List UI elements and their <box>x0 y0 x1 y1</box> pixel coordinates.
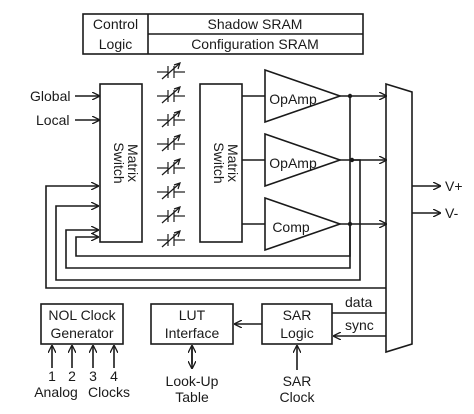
clock-number-1: 1 <box>48 368 56 384</box>
switch-matrix-right-line2: Matrix <box>225 144 241 182</box>
vplus-label: V+ <box>445 178 463 194</box>
switch-matrix-right-line1: Switch <box>211 142 227 183</box>
variable-capacitor <box>157 134 185 152</box>
switch-matrix-right <box>199 83 243 243</box>
sar-line2: Logic <box>280 325 313 341</box>
variable-capacitor <box>157 230 185 248</box>
nol-clock-line2: Generator <box>50 325 113 341</box>
feedback-loop-1 <box>65 96 351 269</box>
lut-line2: Interface <box>165 325 220 341</box>
analog-caption: Analog <box>34 384 78 400</box>
data-label: data <box>345 294 372 310</box>
sar-clock-caption-line1: SAR <box>283 373 312 389</box>
sync-label: sync <box>345 317 374 333</box>
opamp-middle-label: OpAmp <box>269 155 317 171</box>
local-label: Local <box>36 112 69 128</box>
switch-matrix-left-line2: Matrix <box>125 144 141 182</box>
feedback-loop-3 <box>75 224 351 257</box>
capacitor-array <box>157 62 185 248</box>
switch-matrix-left-line1: Switch <box>111 142 127 183</box>
feedback-loop-2 <box>55 159 361 281</box>
variable-capacitor <box>157 62 185 80</box>
feedback-loop-4 <box>45 186 386 289</box>
control-logic-line1: Control <box>93 16 138 32</box>
variable-capacitor <box>157 158 185 176</box>
sar-line1: SAR <box>283 307 312 323</box>
shadow-sram-label: Shadow SRAM <box>208 16 303 32</box>
sar-clock-caption-line2: Clock <box>279 389 315 405</box>
switch-matrix-left <box>99 83 143 243</box>
lut-interface <box>150 303 234 345</box>
nol-clock-generator <box>40 303 124 345</box>
clock-number-3: 3 <box>89 368 97 384</box>
nol-clock-line1: NOL Clock <box>48 307 116 323</box>
control-logic-line2: Logic <box>99 36 132 52</box>
variable-capacitor <box>157 206 185 224</box>
lookup-caption-line1: Look-Up <box>166 373 219 389</box>
clocks-caption: Clocks <box>88 384 130 400</box>
variable-capacitor <box>157 86 185 104</box>
clock-number-4: 4 <box>110 368 118 384</box>
lut-line1: LUT <box>179 307 206 323</box>
vminus-label: V- <box>445 205 459 221</box>
configuration-sram-label: Configuration SRAM <box>191 36 319 52</box>
output-mux <box>385 82 413 354</box>
lookup-caption-line2: Table <box>175 389 209 405</box>
variable-capacitor <box>157 182 185 200</box>
variable-capacitor <box>157 110 185 128</box>
comparator-label: Comp <box>272 219 310 235</box>
opamp-top-label: OpAmp <box>269 91 317 107</box>
global-label: Global <box>30 88 70 104</box>
clock-number-2: 2 <box>68 368 76 384</box>
header-block: Control Logic Shadow SRAM Configuration … <box>82 13 364 55</box>
